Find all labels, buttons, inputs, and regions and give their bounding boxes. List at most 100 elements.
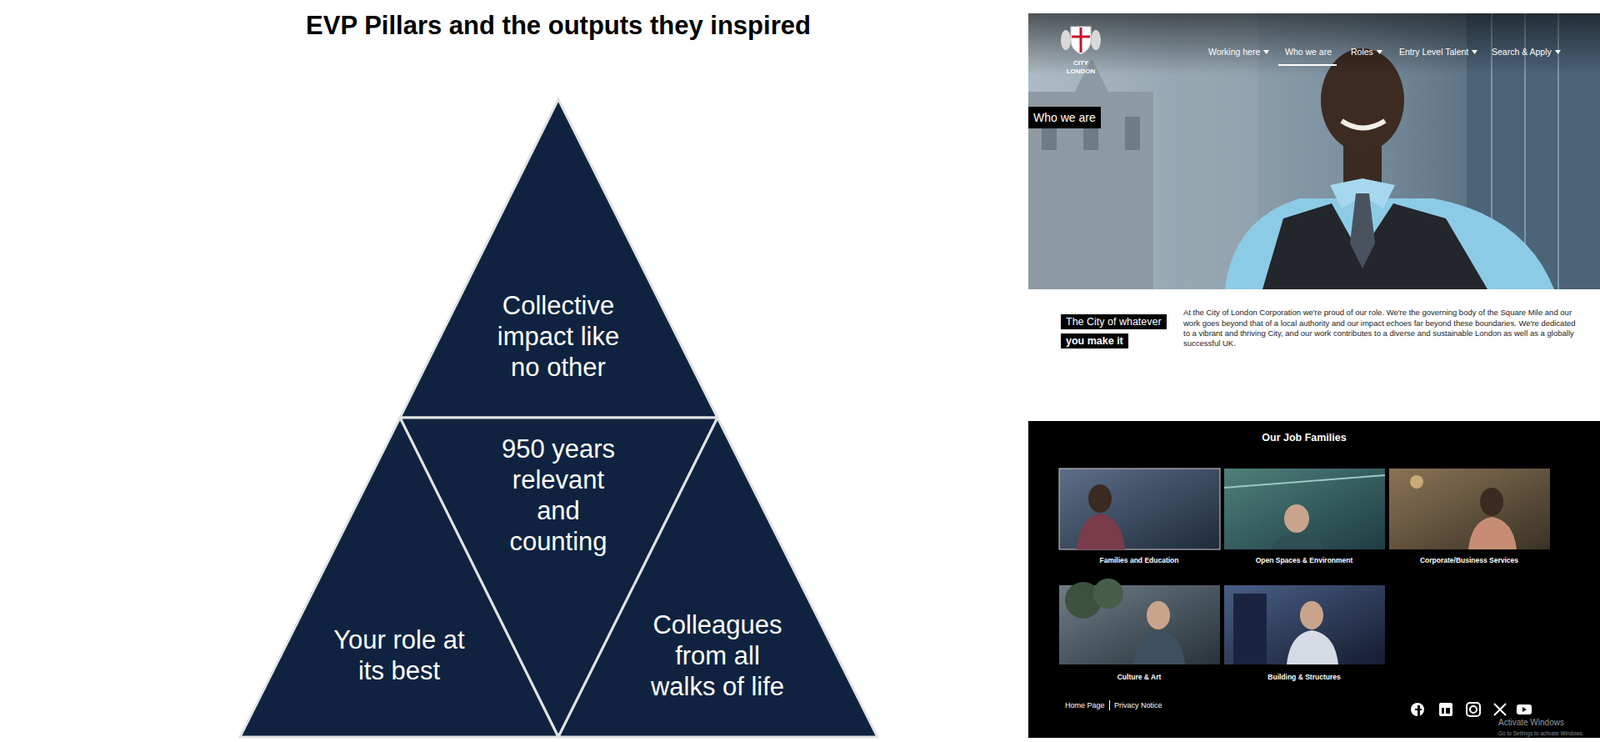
job-families-panel-part (1093, 578, 1124, 609)
pillar-triangle: Collective impact like no other (400, 99, 718, 418)
social-icons-part (1415, 708, 1422, 710)
label-slot: Privacy Notice (1114, 700, 1163, 710)
social-icons-part (1410, 702, 1425, 716)
caret-icon (1376, 50, 1383, 55)
hero-photo-part (1262, 203, 1488, 290)
triangle-outline (240, 417, 559, 737)
city-crest-part (1090, 30, 1101, 50)
caret-shape (1471, 50, 1478, 55)
label-slot: The City of whatever (1060, 314, 1167, 330)
label-slot: Building & Structures (1267, 672, 1340, 681)
screenshot-text: Culture & Art (1117, 672, 1162, 681)
hero-photo-part (1341, 120, 1385, 129)
job-families-panel-part (1389, 468, 1550, 550)
caret-icon (1471, 50, 1478, 55)
social-icons-part (1441, 707, 1445, 714)
hero-photo-part (1125, 116, 1140, 150)
pillar-text-group: Collective impact like no other (487, 290, 630, 383)
screenshot-text: Building & Structures (1267, 672, 1340, 681)
social-icons-part (1445, 707, 1450, 714)
screenshot-text: Entry Level Talent (1399, 46, 1469, 57)
job-families-panel-part (1300, 600, 1324, 630)
job-families-panel-part (1284, 504, 1310, 533)
city-crest-part (1071, 35, 1090, 39)
screenshot-text: Search & Apply (1491, 46, 1552, 57)
screenshot-text: Who we are (1028, 106, 1101, 129)
caret-shape (1263, 50, 1270, 55)
city-crest (1060, 26, 1101, 55)
job-families-panel (1028, 420, 1600, 738)
pillar-text-group: Colleagues from all walks of life (641, 609, 794, 702)
screenshot-text: Working here (1208, 46, 1260, 57)
label-slot: Home Page (1065, 700, 1105, 710)
caret-shape (1376, 50, 1383, 55)
job-families-panel-part (1271, 533, 1324, 550)
caret-shape (1555, 50, 1561, 55)
label-slot: At the City of London Corporation we're … (1183, 307, 1584, 349)
job-families-panel-part (1076, 513, 1125, 550)
screenshot-text: The City of whatever (1060, 314, 1167, 330)
label-slot: Culture & Art (1117, 672, 1162, 681)
screenshot-text: you make it (1060, 333, 1129, 349)
hero-photo (1028, 13, 1600, 290)
caret-icon (1555, 50, 1561, 55)
label-slot: CITY (1073, 59, 1089, 67)
screenshot-text: Corporate/Business Services (1420, 555, 1519, 565)
hero-photo-part (1028, 13, 1600, 75)
social-icons (1410, 702, 1532, 716)
label-slot: Roles (1350, 46, 1374, 57)
pillar-text: 950 years relevant and counting (490, 433, 628, 557)
job-families-panel-part (1224, 475, 1385, 488)
job-families-panel-part (1224, 468, 1385, 550)
job-families-panel-part (1109, 700, 1110, 710)
screenshot-text: Open Spaces & Environment (1255, 555, 1354, 565)
pillar-text: Colleagues from all walks of life (641, 609, 794, 702)
label-slot: Go to Settings to activate Windows. (1498, 730, 1585, 736)
city-crest-part (1070, 26, 1091, 55)
label-slot: LONDON (1066, 67, 1096, 75)
job-families-panel-part (1059, 468, 1220, 550)
diagram-title: EVP Pillars and the outputs they inspire… (305, 10, 811, 41)
screenshot-text: At the City of London Corporation we're … (1183, 307, 1584, 349)
label-slot: Entry Level Talent (1399, 46, 1469, 57)
job-families-panel-part (1468, 516, 1517, 550)
screenshot-text: Who we are (1285, 46, 1332, 57)
pillar-triangle: Colleagues from all walks of life (558, 417, 878, 737)
hero-photo-part (1278, 64, 1337, 66)
screenshot-text: Our Job Families (1261, 431, 1346, 444)
triangle-shape (240, 417, 559, 737)
pillar-text-group: 950 years relevant and counting (490, 433, 628, 557)
social-icons-part (1522, 706, 1527, 712)
screenshot-text: CITY (1073, 59, 1089, 67)
label-slot: Open Spaces & Environment (1255, 555, 1354, 565)
city-crest-part (1060, 30, 1071, 50)
triangle-shape (400, 99, 718, 418)
screenshot-text: Activate Windows (1498, 717, 1565, 727)
social-icons-part (1494, 703, 1506, 715)
screenshot-text: LONDON (1066, 67, 1096, 75)
social-icons-part (1516, 704, 1532, 715)
screenshot-text: Go to Settings to activate Windows. (1498, 730, 1585, 736)
screenshot-text: Privacy Notice (1114, 700, 1163, 710)
job-families-panel-part (1224, 585, 1385, 665)
social-icons-part (1439, 702, 1453, 716)
triangle-shape (558, 417, 878, 737)
pillar-triangle: Your role at its best (240, 417, 559, 737)
job-families-panel-part (1410, 475, 1424, 489)
social-icons-part (1466, 702, 1480, 716)
label-slot: Working here (1208, 46, 1260, 57)
hero-photo-part (1028, 91, 1154, 290)
job-families-panel-part (1028, 420, 1600, 738)
screenshot-text: Home Page (1065, 700, 1105, 710)
label-slot: Who we are (1028, 106, 1101, 129)
hero-photo-part (1225, 198, 1555, 290)
label-slot: Our Job Families (1261, 431, 1346, 444)
social-icons-part (1494, 703, 1506, 715)
job-families-panel-part (1233, 593, 1267, 665)
hero-photo-part (1028, 13, 1600, 290)
hero-photo-part (1350, 193, 1375, 269)
label-slot: Corporate/Business Services (1420, 555, 1519, 565)
label-slot: Families and Education (1100, 555, 1180, 565)
job-families-panel-part (1480, 487, 1504, 516)
